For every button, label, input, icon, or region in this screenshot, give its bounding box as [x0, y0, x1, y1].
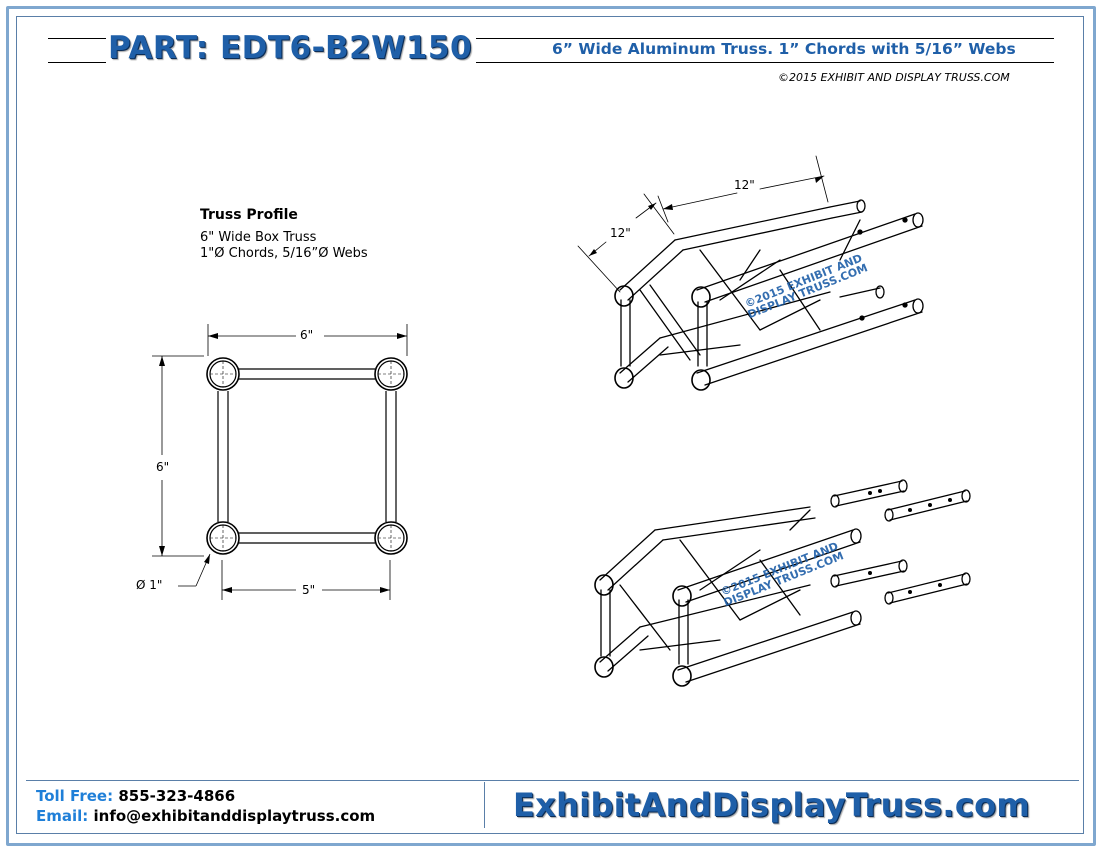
- email-label: Email:: [36, 807, 89, 825]
- header-rule-right-bottom: [476, 62, 1054, 63]
- part-subtitle: 6” Wide Aluminum Truss. 1” Chords with 5…: [552, 40, 1016, 58]
- outer-frame: [6, 6, 1096, 846]
- toll-free-number[interactable]: 855-323-4866: [118, 787, 236, 805]
- dim-length-label: 12": [734, 178, 755, 192]
- profile-desc-line2: 1"Ø Chords, 5/16”Ø Webs: [200, 246, 368, 261]
- dim-diameter-label: Ø 1": [136, 578, 163, 592]
- copyright-notice: ©2015 EXHIBIT AND DISPLAY TRUSS.COM: [778, 71, 1010, 84]
- header-rule-left-bottom: [48, 62, 106, 63]
- dim-depth-label: 12": [610, 226, 631, 240]
- inner-frame: [16, 16, 1084, 834]
- profile-desc-line1: 6" Wide Box Truss: [200, 230, 317, 245]
- dim-width-label: 6": [300, 328, 314, 342]
- footer-rule: [26, 780, 1079, 781]
- dim-inner-label: 5": [302, 583, 316, 597]
- website-link[interactable]: ExhibitAndDisplayTruss.com: [513, 786, 1031, 824]
- part-title: PART: EDT6-B2W150: [108, 30, 473, 66]
- footer-divider: [484, 782, 485, 828]
- email-line: Email: info@exhibitanddisplaytruss.com: [36, 807, 375, 825]
- toll-free-label: Toll Free:: [36, 787, 114, 805]
- email-address[interactable]: info@exhibitanddisplaytruss.com: [93, 807, 376, 825]
- profile-heading: Truss Profile: [200, 207, 298, 223]
- header-rule-left-top: [48, 38, 106, 39]
- dim-height-label: 6": [156, 460, 170, 474]
- header-rule-right-top: [476, 38, 1054, 39]
- toll-free-line: Toll Free: 855-323-4866: [36, 787, 235, 805]
